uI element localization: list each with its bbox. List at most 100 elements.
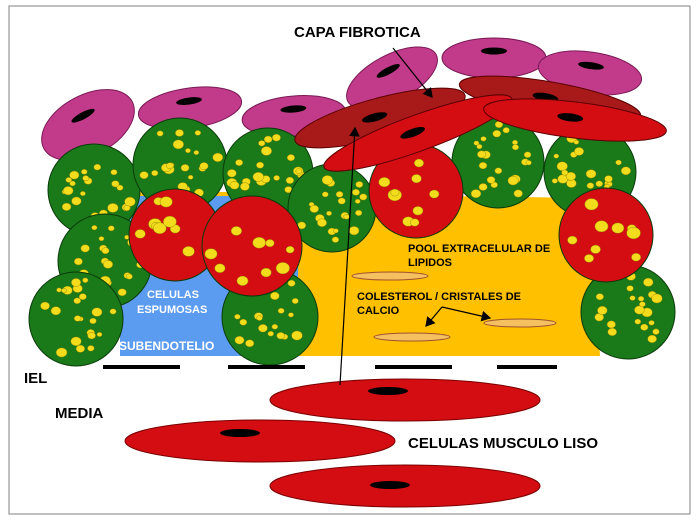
lipid-droplet — [333, 229, 338, 233]
lipid-droplet — [652, 294, 663, 303]
lipid-droplet — [487, 176, 495, 183]
lipid-droplet — [277, 332, 285, 339]
pool-label-line2: LIPIDOS — [408, 257, 452, 269]
lipid-droplet — [474, 141, 479, 146]
lipid-droplet — [80, 191, 85, 195]
nucleus — [220, 429, 260, 437]
lipid-droplet — [157, 131, 163, 136]
lipid-droplet — [213, 153, 223, 162]
lipid-droplet — [317, 219, 326, 227]
lipid-droplet — [292, 331, 303, 340]
lipid-droplet — [258, 140, 265, 146]
lipid-droplet — [605, 176, 613, 183]
lipid-droplet — [183, 246, 195, 256]
nucleus — [481, 48, 507, 55]
lipid-droplet — [40, 302, 49, 310]
lipid-droplet — [256, 162, 263, 168]
lipid-droplet — [278, 308, 284, 313]
lipid-droplet — [268, 331, 274, 336]
lipid-droplet — [524, 152, 531, 158]
lipid-droplet — [173, 140, 184, 149]
lipid-droplet — [412, 174, 422, 182]
foam-cell — [29, 272, 123, 366]
lipid-droplet — [194, 150, 199, 154]
lipid-droplet — [288, 313, 293, 318]
lipid-droplet — [616, 160, 622, 165]
lipid-droplet — [627, 286, 634, 292]
nucleus — [368, 387, 408, 395]
celulas-label-line2: ESPUMOSAS — [137, 304, 207, 316]
lipid-droplet — [552, 179, 558, 184]
lipid-droplet — [240, 183, 249, 191]
crystal — [374, 333, 450, 341]
lipid-droplet — [82, 278, 88, 283]
lipid-droplet — [355, 199, 360, 203]
lipid-droplet — [188, 175, 193, 179]
lipid-droplet — [74, 298, 81, 304]
lipid-droplet — [336, 191, 343, 197]
lipid-droplet — [235, 159, 242, 165]
lipid-droplet — [332, 237, 339, 243]
lipid-droplet — [57, 288, 62, 292]
lipid-droplet — [591, 245, 601, 253]
lipid-droplet — [585, 199, 598, 210]
crystal — [484, 319, 556, 327]
colesterol-label-line1: COLESTEROL / CRISTALES DE — [357, 291, 521, 303]
lipid-droplet — [92, 308, 102, 317]
subendotelio-label: SUBENDOTELIO — [119, 339, 214, 353]
lipid-droplet — [391, 189, 399, 196]
lipid-droplet — [479, 162, 487, 169]
lipid-droplet — [481, 136, 487, 141]
lipid-droplet — [640, 324, 648, 330]
lipid-droplet — [554, 154, 559, 158]
lipid-droplet — [237, 276, 248, 286]
lipid-droplet — [627, 227, 641, 239]
lipid-droplet — [51, 307, 61, 315]
lipid-droplet — [508, 176, 519, 185]
lipid-droplet — [62, 203, 71, 211]
lipid-droplet — [648, 335, 657, 343]
crystal — [352, 272, 428, 280]
lipid-droplet — [653, 329, 660, 335]
smooth-muscle-cell — [270, 379, 540, 421]
lipid-droplet — [322, 175, 333, 184]
lipid-droplet — [270, 292, 279, 300]
nucleus — [370, 481, 410, 489]
lipid-droplet — [240, 319, 247, 325]
lipid-droplet — [108, 226, 114, 231]
lipid-droplet — [94, 164, 101, 170]
lipid-droplet — [352, 189, 359, 195]
lipid-droplet — [276, 262, 290, 274]
lipid-droplet — [587, 183, 594, 189]
lipid-droplet — [471, 189, 481, 197]
lipid-droplet — [493, 130, 501, 137]
lipid-droplet — [310, 205, 319, 212]
lipid-droplet — [338, 198, 345, 204]
lipid-droplet — [514, 190, 523, 197]
lipid-droplet — [512, 144, 518, 150]
lipid-droplet — [257, 316, 263, 321]
lipid-laden-red-cell — [559, 188, 653, 282]
lipid-droplet — [574, 140, 579, 144]
lipid-droplet — [61, 288, 66, 292]
lipid-droplet — [356, 181, 363, 187]
lipid-droplet — [185, 148, 190, 152]
lipid-droplet — [286, 177, 294, 184]
lipid-droplet — [630, 296, 636, 301]
lipid-droplet — [274, 175, 280, 180]
smooth-muscle-cell — [125, 420, 395, 462]
lipid-droplet — [74, 316, 81, 322]
lipid-droplet — [69, 171, 79, 179]
lipid-droplet — [574, 147, 583, 155]
lipid-droplet — [253, 172, 264, 181]
lipid-droplet — [261, 268, 271, 277]
lipid-droplet — [634, 306, 644, 314]
lipid-droplet — [140, 172, 149, 179]
lipid-droplet — [151, 170, 158, 176]
lipid-droplet — [71, 337, 82, 346]
media-label: MEDIA — [55, 405, 104, 422]
lipid-droplet — [227, 169, 236, 177]
lipid-droplet — [596, 293, 604, 299]
lipid-droplet — [234, 314, 240, 319]
lipid-droplet — [288, 280, 295, 286]
